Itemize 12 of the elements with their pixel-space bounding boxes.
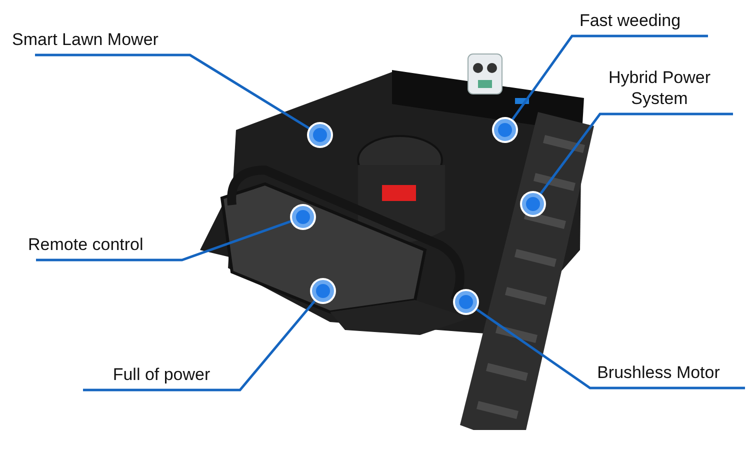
leader-line [510, 34, 708, 122]
callout-label: Full of power [112, 365, 210, 384]
callout-label: Fast weeding [579, 11, 681, 30]
leader-line [83, 298, 317, 392]
callout-label: Remote control [28, 235, 144, 254]
leader-line [538, 112, 733, 196]
leader-line [35, 54, 312, 130]
callout-label: Brushless Motor [597, 363, 720, 382]
callout-label: Smart Lawn Mower [12, 30, 158, 49]
callout-label: Hybrid Power System [608, 68, 711, 108]
leader-line [474, 307, 745, 390]
leader-line [36, 220, 294, 262]
